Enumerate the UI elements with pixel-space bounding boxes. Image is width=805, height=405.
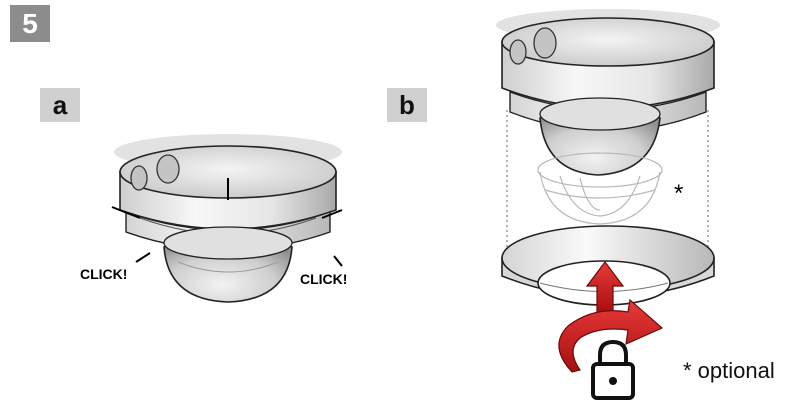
optional-cover-ghost — [537, 152, 663, 225]
camera-assembled — [111, 134, 343, 303]
click-label-left: CLICK! — [80, 266, 127, 282]
up-arrow-icon — [585, 261, 625, 313]
panel-b-label: b — [399, 89, 415, 120]
camera-exploded — [496, 9, 720, 306]
click-label-right: CLICK! — [300, 271, 347, 287]
panel-a-label: a — [52, 89, 68, 120]
step-number: 5 — [22, 7, 38, 39]
optional-legend: * optional — [683, 358, 775, 383]
step-number-badge: 5 — [10, 5, 50, 42]
lock-icon — [591, 339, 635, 400]
panel-a-badge: a — [40, 88, 80, 122]
rotate-arrow-icon — [558, 298, 664, 373]
optional-marker: * — [674, 180, 683, 207]
panel-b-badge: b — [387, 88, 427, 122]
